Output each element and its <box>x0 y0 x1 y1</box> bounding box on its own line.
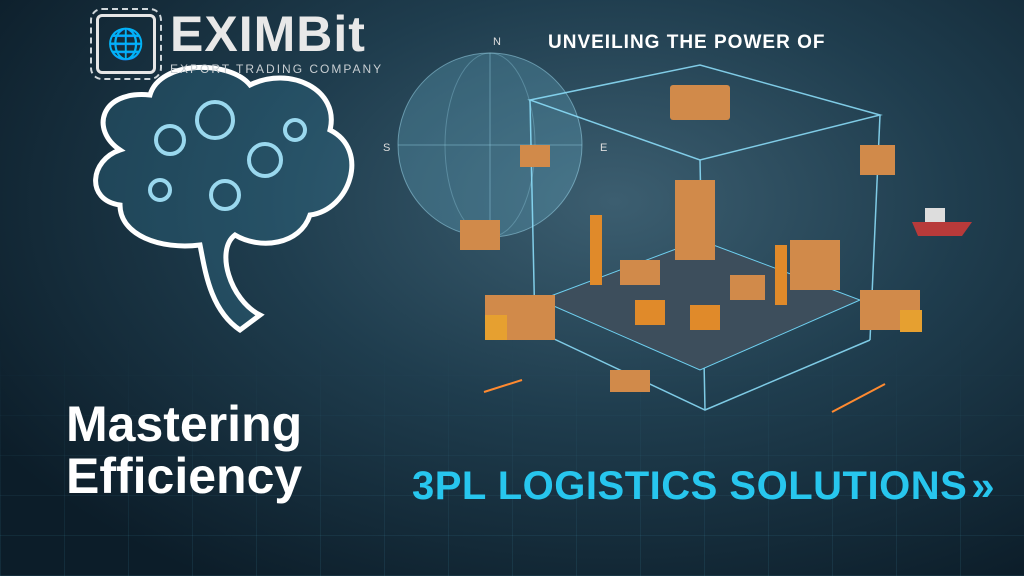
compass-north: N <box>493 36 501 48</box>
ship <box>912 208 972 236</box>
double-chevron-right-icon: » <box>971 462 996 509</box>
logo: 🌐 EXIMBit EXPORT TRADING COMPANY <box>90 8 383 80</box>
logo-name: EXIMBit <box>170 6 366 62</box>
compass-south: S <box>383 142 391 154</box>
brain-icon <box>93 64 355 334</box>
trucks <box>485 290 922 340</box>
headline: UNVEILING THE POWER OF <box>548 32 826 53</box>
cta-label: 3PL LOGISTICS SOLUTIONS <box>412 463 968 508</box>
title-line-2: Efficiency <box>66 448 303 504</box>
cta-banner: 3PL LOGISTICS SOLUTIONS » <box>412 462 995 510</box>
compass-east: E <box>600 142 608 154</box>
globe-chip-icon: 🌐 <box>90 8 162 80</box>
page-title: Mastering Efficiency <box>66 398 302 502</box>
title-line-1: Mastering <box>66 396 303 452</box>
floor-grid <box>0 336 1024 576</box>
logo-tagline: EXPORT TRADING COMPANY <box>170 62 384 76</box>
boxes <box>460 85 895 392</box>
robot-arms <box>590 215 787 330</box>
